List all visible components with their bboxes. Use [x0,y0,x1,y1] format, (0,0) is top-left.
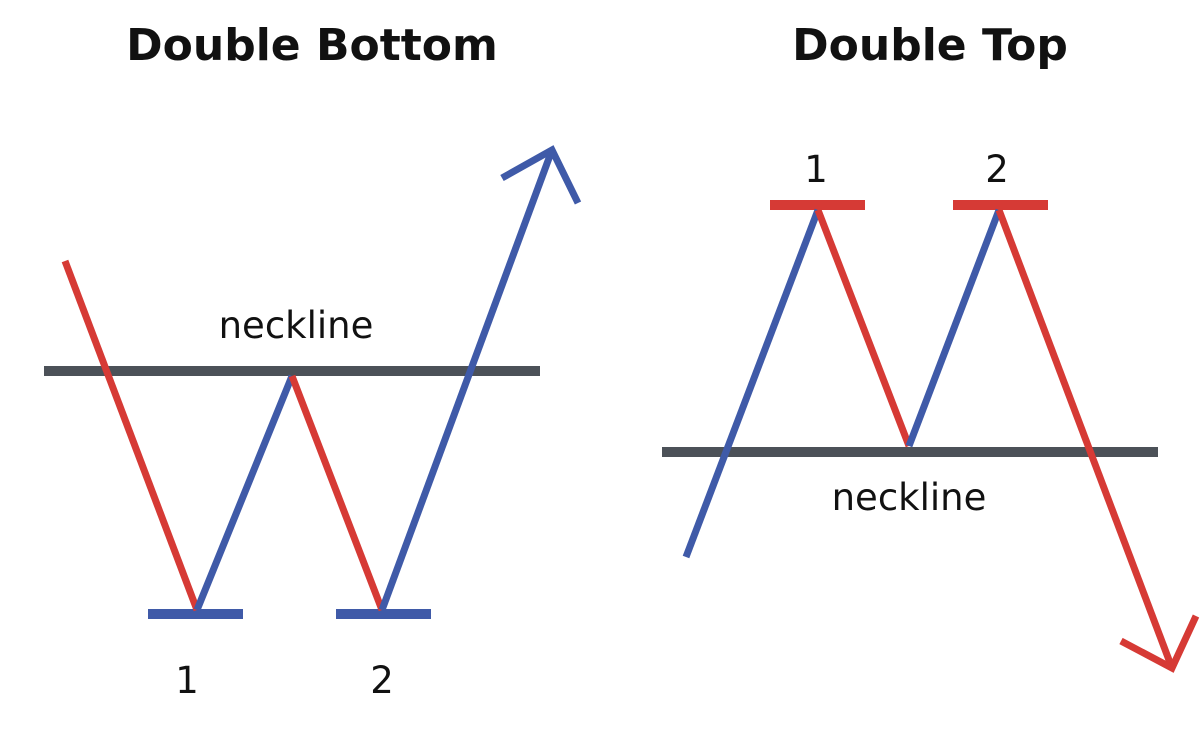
double-bottom-label-1: 1 [175,659,199,702]
double-bottom-pattern: Double Bottom neckline 1 2 [44,20,582,702]
double-top-pattern: Double Top 1 2 neckline [662,20,1200,673]
double-bottom-title: Double Bottom [126,20,498,71]
double-bottom-up-arrow-icon [500,145,582,205]
double-top-down-arrow-icon [1119,614,1200,673]
double-bottom-neckline-label: neckline [219,304,374,347]
double-bottom-label-2: 2 [370,659,394,702]
double-bottom-breakout [378,148,556,612]
double-top-rally-2 [905,208,1003,448]
double-top-decline-1 [814,208,913,448]
double-top-neckline-label: neckline [832,476,987,519]
double-top-rally-1 [682,208,822,559]
double-bottom-decline-1 [61,259,201,612]
double-top-breakdown [995,208,1176,670]
double-top-label-2: 2 [985,148,1009,191]
double-top-label-1: 1 [804,148,828,191]
double-bottom-decline-2 [288,374,386,612]
double-top-title: Double Top [792,20,1068,71]
double-bottom-rally-1 [193,374,296,612]
